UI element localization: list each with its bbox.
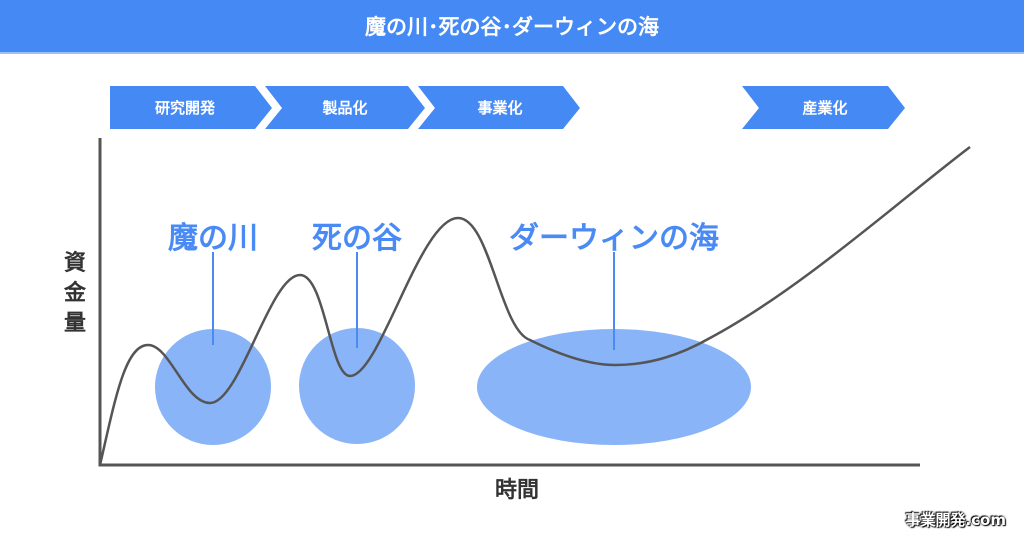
svg-text:製品化: 製品化 [321, 99, 367, 117]
stage-arrow-product: 製品化 [265, 86, 425, 129]
axes [98, 138, 920, 467]
sea-label: ダーウィンの海 [509, 221, 719, 256]
stage-arrow-industry: 産業化 [742, 86, 905, 129]
funding-curve [98, 146, 971, 466]
valley-label: 死の谷 [312, 221, 402, 256]
sea-ellipse [477, 329, 751, 445]
stage-arrow-business: 事業化 [418, 86, 580, 129]
y-axis-label-1: 資 [64, 250, 86, 276]
svg-text:研究開発: 研究開発 [155, 99, 216, 117]
svg-text:産業化: 産業化 [802, 99, 847, 117]
watermark: 事業開発.com [905, 511, 1006, 529]
svg-text:事業化: 事業化 [477, 99, 522, 117]
x-axis-label: 時間 [495, 478, 539, 503]
river-label: 魔の川 [168, 221, 258, 256]
stage-arrow-research: 研究開発 [110, 86, 272, 129]
river-circle [155, 329, 271, 445]
y-axis-label-2: 金 [63, 280, 87, 306]
page-title: 魔の川･死の谷･ダーウィンの海 [0, 0, 1024, 54]
y-axis-label-3: 量 [64, 311, 86, 336]
valley-circle [299, 328, 415, 444]
